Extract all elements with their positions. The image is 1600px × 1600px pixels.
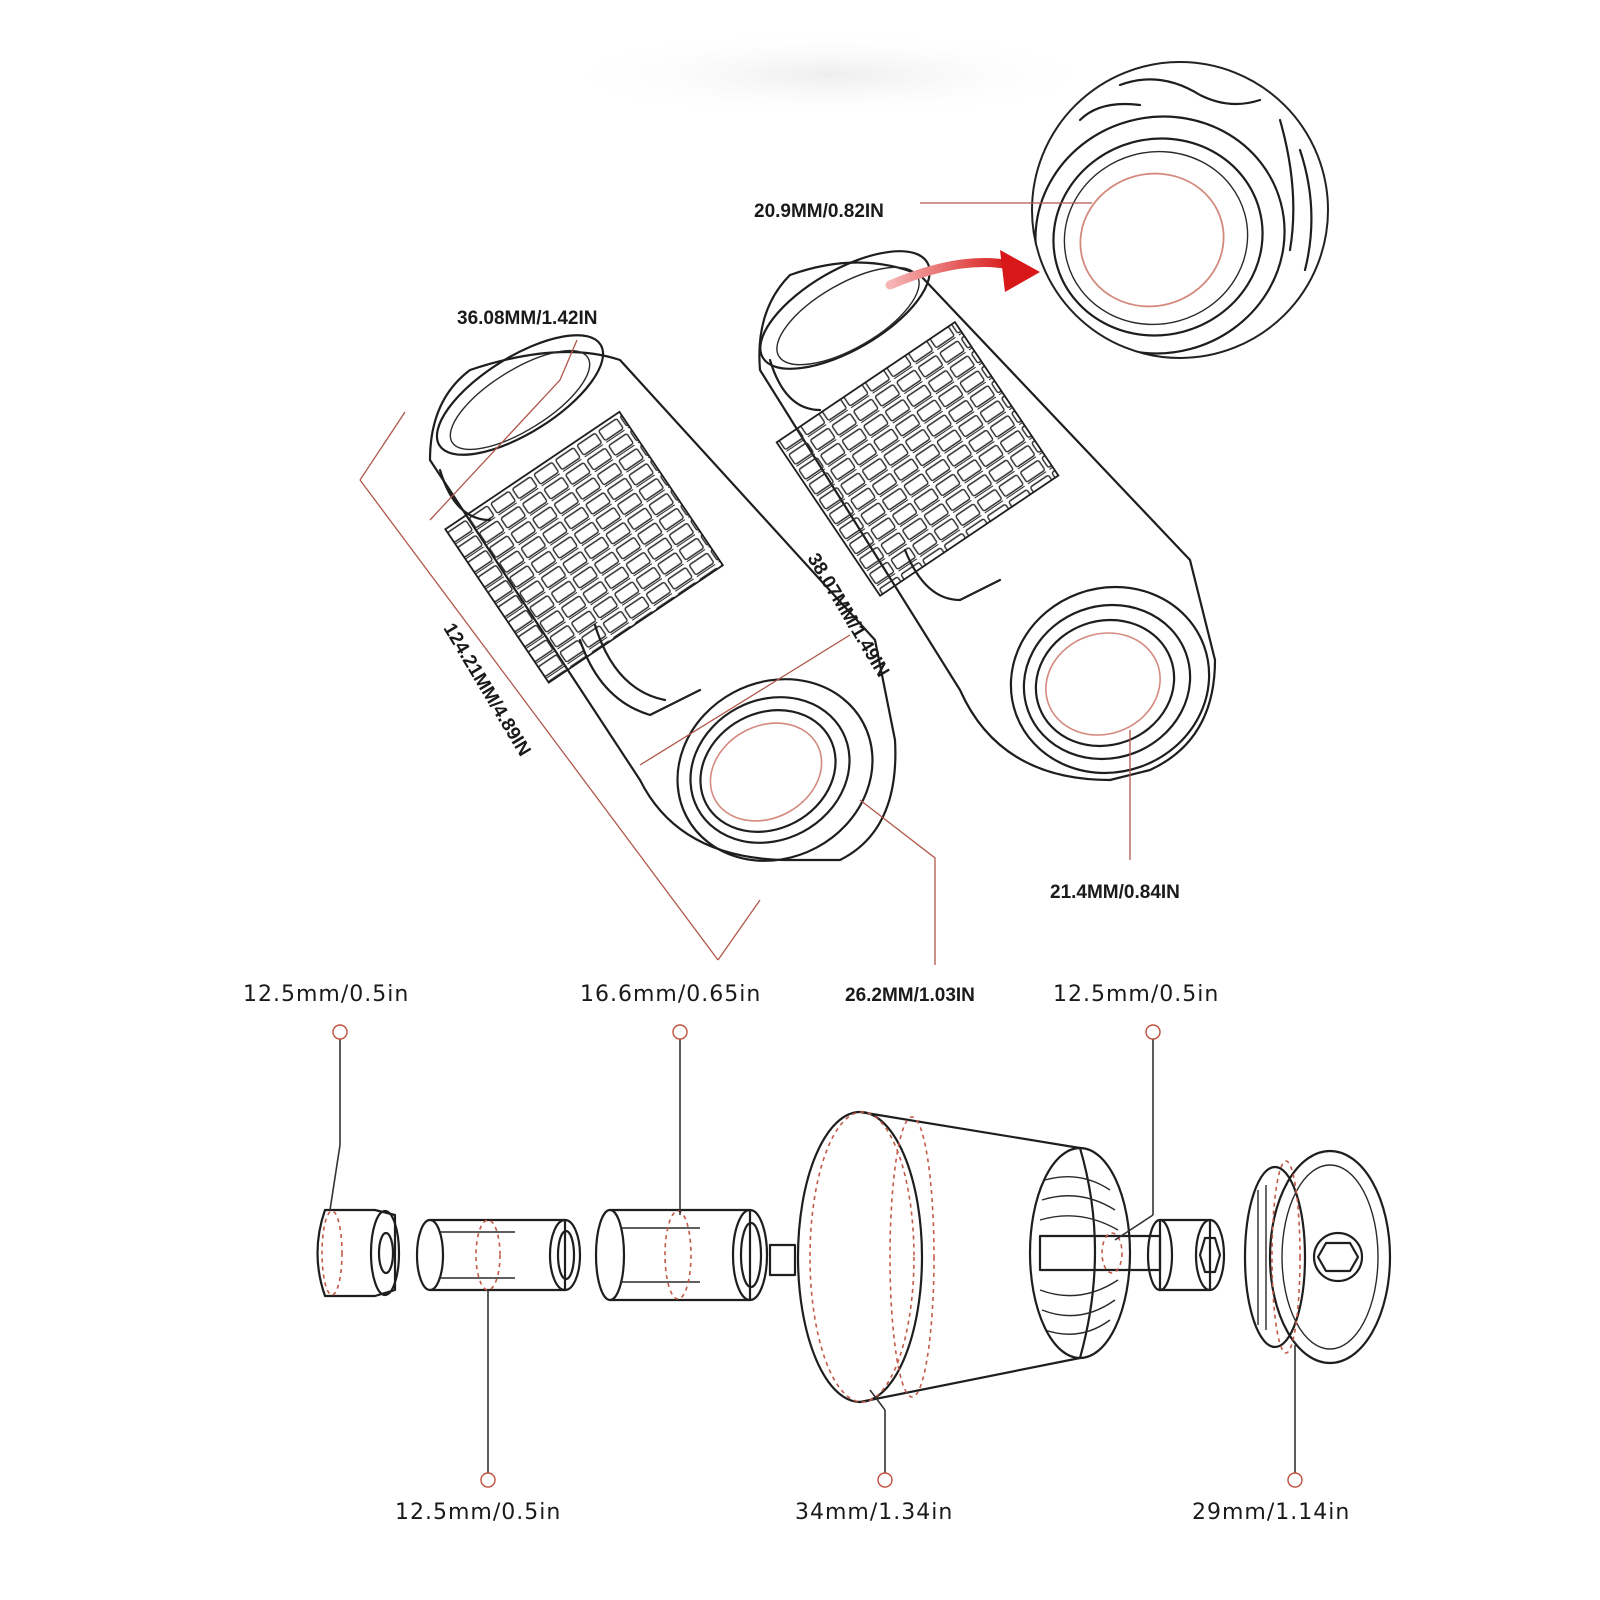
label-grip-outer-diameter: 36.08MM/1.42IN xyxy=(457,308,597,329)
part-slotted-tube xyxy=(415,1218,582,1292)
label-part3: 16.6mm/0.65in xyxy=(580,982,761,1007)
part-slotted-tube-2 xyxy=(594,1208,769,1302)
part-cone-weight xyxy=(796,1110,1162,1404)
right-grip xyxy=(758,250,1217,782)
dimension-lines xyxy=(359,202,1131,965)
zoom-detail xyxy=(1031,61,1329,359)
left-grip xyxy=(428,334,897,862)
part-leaders xyxy=(329,1024,1303,1488)
zoom-arrow-head xyxy=(1000,250,1040,292)
label-grip-inner-right: 21.4MM/0.84IN xyxy=(1050,882,1180,903)
label-part4: 34mm/1.34in xyxy=(795,1500,953,1525)
label-inner-detail: 20.9MM/0.82IN xyxy=(754,201,884,222)
zoom-arrow xyxy=(885,258,1015,290)
label-part5: 12.5mm/0.5in xyxy=(1053,982,1219,1007)
label-part2: 12.5mm/0.5in xyxy=(395,1500,561,1525)
background-shade xyxy=(550,30,1110,120)
label-grip-end-outer: 26.2MM/1.03IN xyxy=(845,985,975,1006)
part-stub xyxy=(768,1243,797,1277)
part-bolt xyxy=(1101,1218,1226,1292)
label-part1: 12.5mm/0.5in xyxy=(243,982,409,1007)
label-part6: 29mm/1.14in xyxy=(1192,1500,1350,1525)
part-sleeve-small xyxy=(316,1208,401,1298)
part-end-cap xyxy=(1243,1149,1392,1365)
